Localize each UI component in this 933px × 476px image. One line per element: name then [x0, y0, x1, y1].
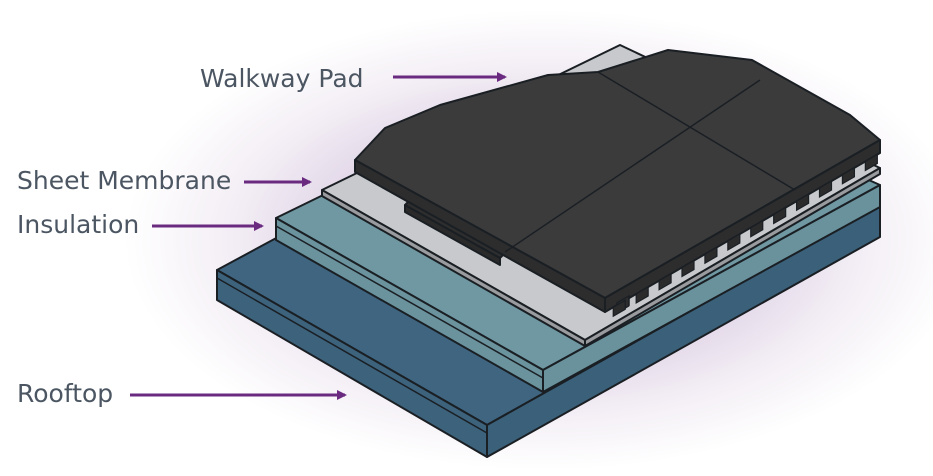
walkway-feet: [612, 153, 878, 318]
label-walkway-pad: Walkway Pad: [200, 64, 364, 93]
walkway-foot: [704, 246, 718, 265]
walkway-foot: [750, 219, 764, 238]
walkway-foot: [864, 153, 878, 172]
walkway-foot: [612, 299, 626, 318]
walkway-foot: [773, 206, 787, 225]
label-rooftop: Rooftop: [17, 379, 113, 408]
walkway-foot: [658, 272, 672, 291]
walkway-foot: [841, 166, 856, 185]
walkway-pad-layer: [354, 49, 881, 314]
walkway-foot: [818, 179, 833, 199]
label-insulation: Insulation: [17, 210, 139, 239]
label-sheet-membrane: Sheet Membrane: [17, 166, 231, 195]
walkway-foot: [795, 193, 810, 212]
walkway-foot: [635, 285, 649, 305]
walkway-foot: [681, 259, 695, 278]
walkway-foot: [727, 232, 741, 252]
